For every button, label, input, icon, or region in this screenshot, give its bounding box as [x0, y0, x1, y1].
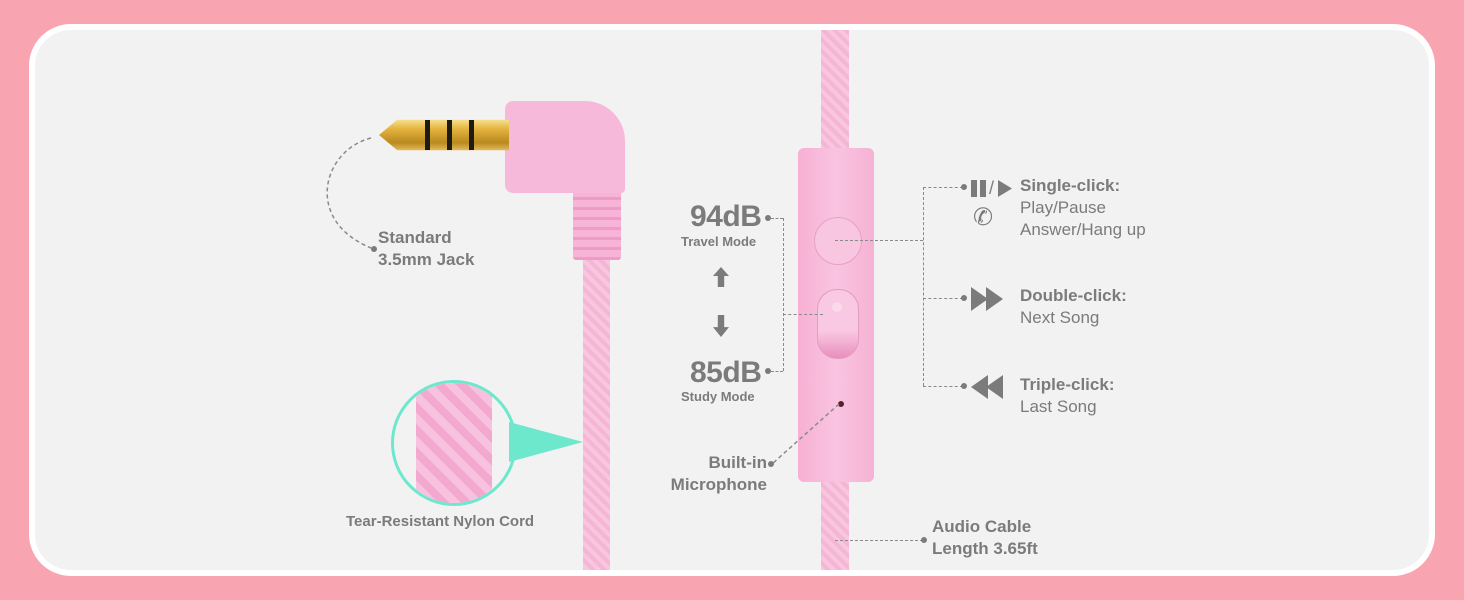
slider-knob — [832, 302, 842, 312]
plug-ring — [447, 120, 452, 150]
jack-label: Standard 3.5mm Jack — [378, 228, 475, 269]
jack-cable — [583, 255, 610, 570]
callout-line — [923, 187, 924, 386]
microphone-label: Built-in Microphone — [670, 453, 767, 494]
callout-line — [835, 540, 923, 541]
rewind-icon — [971, 375, 1005, 399]
callout-dot — [765, 368, 771, 374]
cord-label: Tear-Resistant Nylon Cord — [346, 513, 535, 530]
volume-low-mode: Study Mode — [681, 389, 755, 404]
callout-line — [783, 218, 784, 371]
plug-ring — [425, 120, 430, 150]
volume-slider[interactable] — [817, 289, 859, 359]
control-single-click: Single-click: Play/Pause Answer/Hang up — [1020, 176, 1146, 239]
gold-plug — [379, 119, 509, 151]
callout-line — [923, 298, 963, 299]
callout-line — [771, 218, 783, 219]
multifunction-button[interactable] — [814, 217, 862, 265]
fast-forward-icon — [971, 287, 1005, 311]
volume-high-mode: Travel Mode — [681, 234, 757, 249]
callout-line — [923, 386, 963, 387]
control-triple-click: Triple-click: Last Song — [1020, 375, 1115, 416]
callout-dot — [961, 184, 967, 190]
product-card: Standard 3.5mm Jack Tear-Resistant Nylon… — [29, 24, 1435, 576]
callout-dot — [921, 537, 927, 543]
callout-line — [783, 314, 823, 315]
volume-high-value: 94dB — [690, 200, 762, 233]
strain-relief — [573, 180, 621, 260]
magnifier-pointer — [509, 422, 583, 462]
volume-low-value: 85dB — [690, 356, 762, 389]
callout-line — [923, 187, 963, 188]
controller-cable-bottom — [821, 478, 849, 570]
cord-magnifier — [391, 380, 517, 506]
down-arrow-icon — [713, 315, 729, 337]
callout-line — [835, 240, 923, 241]
control-double-click: Double-click: Next Song — [1020, 286, 1127, 327]
plug-ring — [469, 120, 474, 150]
cord-texture — [416, 383, 492, 503]
controller-cable-top — [821, 30, 849, 155]
mic-callout-line — [768, 403, 840, 467]
callout-dot — [961, 295, 967, 301]
jack-callout-line — [326, 137, 377, 252]
phone-call-icon: ✆ — [973, 204, 994, 231]
play-pause-icon: / — [971, 178, 1021, 198]
callout-line — [771, 371, 783, 372]
up-arrow-icon — [713, 267, 729, 287]
cable-length-label: Audio Cable Length 3.65ft — [932, 517, 1038, 558]
callout-dot — [961, 383, 967, 389]
microphone-hole — [838, 401, 844, 407]
jack-housing — [505, 101, 625, 193]
callout-dot — [765, 215, 771, 221]
